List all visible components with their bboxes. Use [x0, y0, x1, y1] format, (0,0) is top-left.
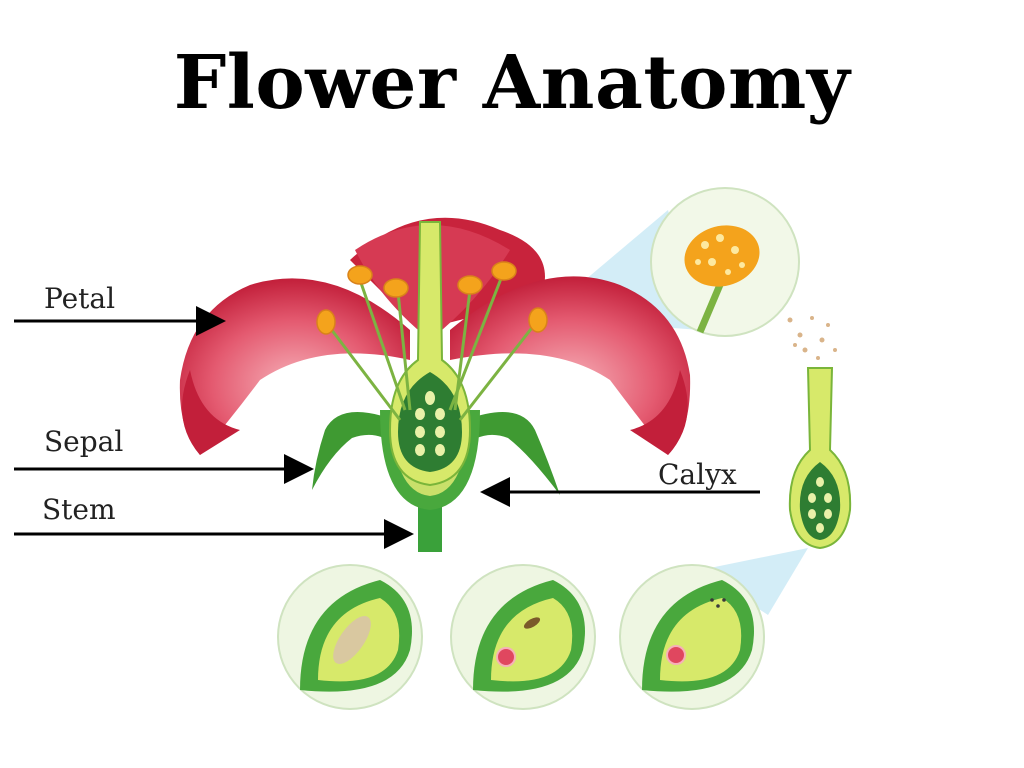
stamens — [326, 275, 540, 421]
petal-right-curl — [630, 370, 688, 455]
label-calyx: Calyx — [658, 458, 737, 491]
magnifier-beam-bottom — [700, 548, 808, 615]
page-title: Flower Anatomy — [173, 40, 851, 126]
pistil-detail — [788, 367, 852, 550]
anthers — [316, 261, 548, 335]
petal-left — [179, 278, 410, 455]
ovules — [415, 391, 445, 456]
sepal-right — [460, 412, 560, 495]
ovule-stage-1 — [277, 564, 423, 710]
label-petal: Petal — [44, 282, 116, 315]
ovary — [398, 372, 462, 472]
label-stem: Stem — [42, 493, 116, 526]
ovule-stage-3 — [619, 564, 765, 710]
sepal-left — [312, 412, 400, 490]
anther-magnifier — [650, 187, 800, 337]
pollen-grains — [787, 316, 837, 360]
petal-right — [450, 276, 691, 455]
label-sepal: Sepal — [44, 425, 124, 458]
petal-left-curl — [182, 370, 240, 455]
ovule-stage-2 — [450, 564, 596, 710]
